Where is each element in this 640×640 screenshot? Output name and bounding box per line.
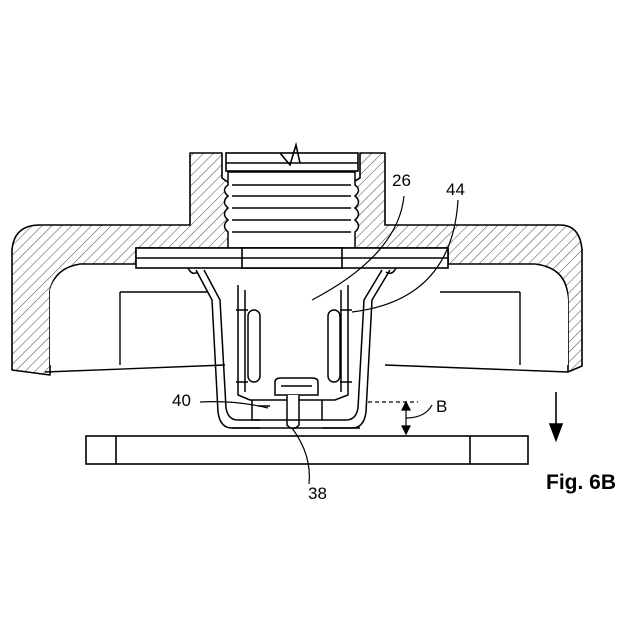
flange-plate (136, 248, 448, 268)
contact-assembly (188, 268, 396, 429)
dimension-b (368, 402, 432, 434)
label-26: 26 (392, 171, 411, 190)
figure-title: Fig. 6B (546, 471, 616, 494)
down-arrow-icon (550, 392, 562, 440)
top-fitting (226, 145, 358, 171)
leader-40 (200, 402, 268, 408)
label-44: 44 (446, 180, 465, 199)
label-38: 38 (308, 484, 327, 503)
label-40: 40 (172, 391, 191, 410)
threaded-neck (225, 172, 359, 248)
label-b: B (436, 397, 447, 416)
housing-interior (45, 268, 568, 372)
